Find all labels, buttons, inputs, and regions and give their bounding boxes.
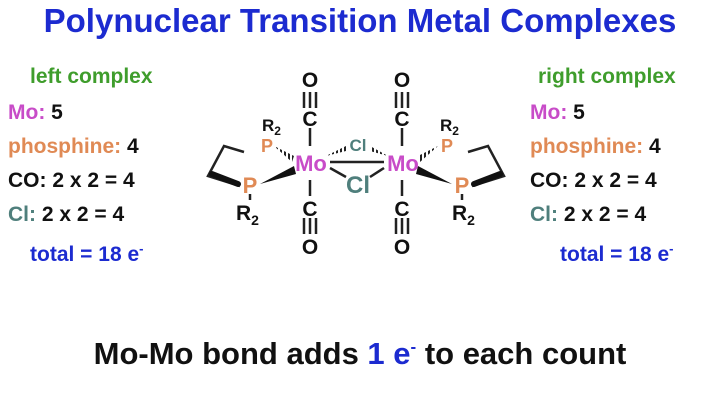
left-row-cl-value: 2 x 2 = 4 [36, 203, 125, 226]
r2-left-bottom: R2 [236, 202, 259, 228]
right-row-phosphine-value: 4 [643, 135, 661, 158]
mo-cl-bottom-right-bond [369, 166, 385, 179]
atom-mo-left: Mo [295, 151, 327, 176]
r2-right-bottom: R2 [452, 202, 475, 228]
atom-o-bottom-left: O [302, 236, 318, 259]
right-total-text: total = 18 e [560, 243, 670, 266]
atom-c-bottom-left: C [302, 198, 317, 221]
left-row-mo-value: 5 [45, 101, 63, 124]
atom-p-right-bottom: P [455, 173, 470, 198]
atom-p-left-bottom: P [243, 173, 258, 198]
atom-c-bottom-right: C [394, 198, 409, 221]
r2-left-bottom-r: R [236, 202, 251, 225]
r2-left-bottom-sub: 2 [251, 212, 259, 228]
right-row-mo: Mo: 5 [530, 96, 720, 130]
atom-p-right-top: P [441, 136, 453, 156]
left-wedge-bond [260, 166, 296, 184]
left-row-co: CO: 2 x 2 = 4 [8, 164, 198, 198]
mo-cl-bottom-left-bond [329, 166, 347, 179]
right-row-co-label: CO: [530, 169, 569, 192]
left-backbone-bold [209, 171, 241, 187]
right-complex-count: right complex Mo: 5 phosphine: 4 CO: 2 x… [530, 64, 720, 270]
right-row-mo-label: Mo: [530, 101, 568, 124]
bottom-caption-sup: - [410, 337, 417, 357]
page-title: Polynuclear Transition Metal Complexes [43, 2, 677, 39]
bold-bonds [209, 171, 503, 187]
r2-left-top-sub: 2 [274, 124, 281, 138]
left-complex-heading: left complex [30, 65, 153, 88]
left-row-mo-label: Mo: [8, 101, 46, 124]
left-hashed-bond [274, 146, 294, 162]
left-row-phosphine-value: 4 [121, 135, 139, 158]
left-total: total = 18 e- [30, 240, 198, 270]
right-row-cl: Cl: 2 x 2 = 4 [530, 198, 720, 232]
bonds [206, 92, 506, 234]
atom-c-top-left: C [302, 108, 317, 131]
right-row-phosphine: phosphine: 4 [530, 130, 720, 164]
mo-cl-top-right-hashed [370, 146, 388, 156]
right-total-sup: - [669, 241, 674, 256]
right-row-cl-value: 2 x 2 = 4 [558, 203, 647, 226]
atom-o-bottom-right: O [394, 236, 410, 259]
r2-left-top: R2 [262, 116, 281, 138]
mo-cl-top-left-hashed [326, 146, 346, 156]
left-row-cl-label: Cl: [8, 203, 36, 226]
bottom-caption-part1: Mo-Mo bond adds [93, 336, 368, 371]
left-row-phosphine: phosphine: 4 [8, 130, 198, 164]
left-row-co-value: 2 x 2 = 4 [46, 169, 135, 192]
bottom-caption-highlight-text: 1 e [367, 336, 411, 371]
right-row-cl-label: Cl: [530, 203, 558, 226]
right-wedge-bond [416, 166, 452, 184]
left-complex-count: left complex Mo: 5 phosphine: 4 CO: 2 x … [8, 64, 198, 270]
r2-right-bottom-r: R [452, 202, 467, 225]
atom-o-top-right: O [394, 69, 410, 92]
atom-cl-bridge-bottom: Cl [346, 172, 370, 199]
left-row-phosphine-label: phosphine: [8, 135, 122, 158]
right-hashed-bond [418, 146, 438, 162]
r2-right-top: R2 [440, 116, 459, 138]
r2-right-bottom-sub: 2 [467, 212, 475, 228]
left-row-cl: Cl: 2 x 2 = 4 [8, 198, 198, 232]
right-complex-heading: right complex [538, 65, 676, 88]
left-total-text: total = 18 e [30, 243, 140, 266]
atom-c-top-right: C [394, 108, 409, 131]
atom-cl-bridge-top: Cl [350, 136, 367, 155]
atom-p-left-top: P [261, 136, 273, 156]
r2-left-top-r: R [262, 116, 274, 135]
r2-right-top-r: R [440, 116, 452, 135]
atom-o-top-left: O [302, 69, 318, 92]
right-backbone-bold [471, 171, 503, 187]
right-row-mo-value: 5 [567, 101, 585, 124]
r2-right-top-sub: 2 [452, 124, 459, 138]
atom-mo-right: Mo [387, 151, 419, 176]
right-row-phosphine-label: phosphine: [530, 135, 644, 158]
bottom-caption-highlight: 1 e- [367, 336, 416, 371]
left-row-co-label: CO: [8, 169, 47, 192]
right-row-co-value: 2 x 2 = 4 [568, 169, 657, 192]
bottom-caption: Mo-Mo bond adds 1 e- to each count [0, 336, 720, 372]
bottom-caption-part2: to each count [416, 336, 627, 371]
left-total-sup: - [139, 241, 144, 256]
right-row-co: CO: 2 x 2 = 4 [530, 164, 720, 198]
left-row-mo: Mo: 5 [8, 96, 198, 130]
right-total: total = 18 e- [560, 240, 720, 270]
